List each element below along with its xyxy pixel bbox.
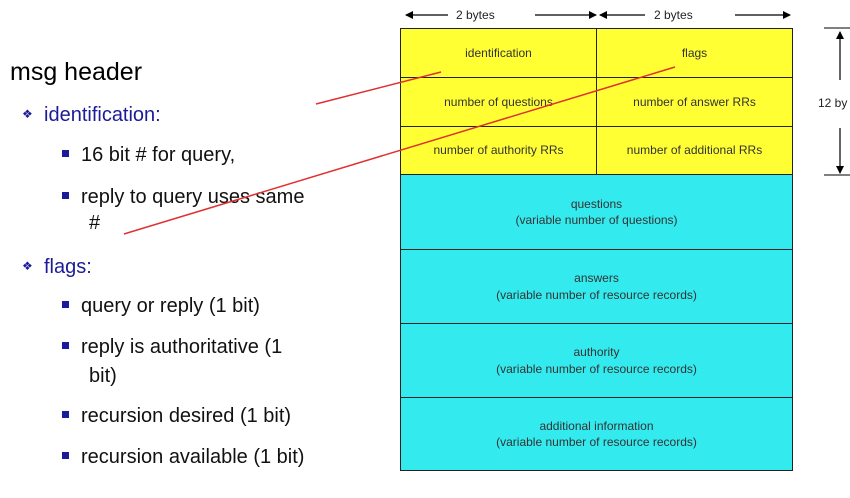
bullet-flags: ❖ flags: xyxy=(22,256,92,279)
cell-identification: identification xyxy=(400,28,597,78)
bullet-identification: ❖ identification: xyxy=(22,104,161,127)
identification-label: identification: xyxy=(44,104,161,126)
authority-title: authority xyxy=(573,345,620,360)
square-bullet-icon xyxy=(62,192,69,199)
diamond-bullet-icon: ❖ xyxy=(22,259,33,273)
cell-number-of-questions: number of questions xyxy=(400,77,597,127)
square-bullet-icon xyxy=(62,452,69,459)
point-flags-3: recursion desired (1 bit) xyxy=(62,405,291,428)
square-bullet-icon xyxy=(62,342,69,349)
answers-title: answers xyxy=(574,271,619,286)
additional-subtitle: (variable number of resource records) xyxy=(496,435,697,449)
point-flags-2: reply is authoritative (1 xyxy=(62,336,282,359)
cell-number-of-additional-rrs: number of additional RRs xyxy=(596,126,793,175)
point-flags-1: query or reply (1 bit) xyxy=(62,295,260,318)
section-authority: authority (variable number of resource r… xyxy=(400,323,793,398)
byte-width-right-label: 2 bytes xyxy=(654,8,693,22)
section-additional-information: additional information (variable number … xyxy=(400,397,793,471)
point-flags-4: recursion available (1 bit) xyxy=(62,446,304,469)
section-questions: questions (variable number of questions) xyxy=(400,174,793,250)
square-bullet-icon xyxy=(62,301,69,308)
cell-number-of-answer-rrs: number of answer RRs xyxy=(596,77,793,127)
point-flags-2-cont: bit) xyxy=(89,365,117,387)
point-identification-2-cont: # xyxy=(89,212,101,234)
point-identification-2: reply to query uses same xyxy=(62,186,304,209)
header-size-label: 12 by xyxy=(818,96,848,110)
authority-subtitle: (variable number of resource records) xyxy=(496,361,697,376)
pointer-line-flags xyxy=(123,66,676,235)
questions-title: questions xyxy=(570,196,623,211)
flags-label: flags: xyxy=(44,256,92,278)
questions-subtitle: (variable number of questions) xyxy=(515,213,678,227)
section-answers: answers (variable number of resource rec… xyxy=(400,249,793,324)
cell-flags: flags xyxy=(596,28,793,78)
answers-subtitle: (variable number of resource records) xyxy=(496,287,697,302)
square-bullet-icon xyxy=(62,150,69,157)
square-bullet-icon xyxy=(62,411,69,418)
point-identification-1: 16 bit # for query, xyxy=(62,144,235,167)
slide-title: msg header xyxy=(10,58,143,86)
byte-width-left-label: 2 bytes xyxy=(456,8,495,22)
cell-number-of-authority-rrs: number of authority RRs xyxy=(400,126,597,175)
additional-title: additional information xyxy=(539,418,654,433)
diamond-bullet-icon: ❖ xyxy=(22,107,33,121)
pointer-line-identification xyxy=(315,71,442,105)
